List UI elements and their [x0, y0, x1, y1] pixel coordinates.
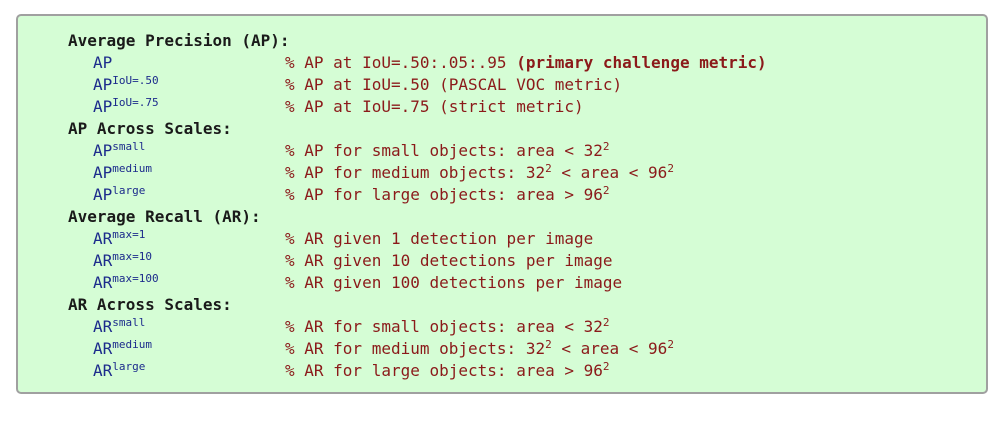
- description-text: % AP at IoU=.75 (strict metric): [285, 97, 584, 116]
- metric-superscript: max=100: [112, 272, 159, 285]
- metric-superscript: medium: [112, 162, 153, 175]
- metric-description: % AR for small objects: area < 322: [285, 316, 610, 338]
- metric-base: AR: [93, 361, 113, 380]
- metric-description: % AR for large objects: area > 962: [285, 360, 610, 382]
- metric-description: % AR given 1 detection per image: [285, 228, 593, 250]
- description-superscript: 2: [545, 338, 552, 351]
- section-heading-ap-across-scales: AP Across Scales:: [68, 119, 232, 138]
- section-heading-ar-across-scales: AR Across Scales:: [68, 295, 232, 314]
- description-superscript: 2: [602, 140, 610, 153]
- metric-row-ap-medium: APmedium % AP for medium objects: 322 < …: [68, 162, 674, 184]
- metric-name: ARmax=1: [93, 228, 145, 250]
- metric-name: ARlarge: [93, 360, 145, 382]
- description-text: % AR for small objects: area < 32: [285, 317, 603, 336]
- description-text: % AP at IoU=.50 (PASCAL VOC metric): [285, 75, 623, 94]
- metric-superscript: max=1: [112, 228, 146, 241]
- metric-row-ap-large: APlarge % AP for large objects: area > 9…: [68, 184, 610, 206]
- metric-description: % AP for large objects: area > 962: [285, 184, 610, 206]
- metric-row-ap-small: APsmall % AP for small objects: area < 3…: [68, 140, 610, 162]
- metric-row-ar-medium: ARmedium % AR for medium objects: 322 < …: [68, 338, 674, 360]
- description-text: % AP for medium objects: 32: [285, 163, 546, 182]
- metrics-panel: Average Precision (AP): AP % AP at IoU=.…: [16, 14, 988, 394]
- metric-row-ar-max100: ARmax=100 % AR given 100 detections per …: [68, 272, 622, 294]
- metric-base: AP: [93, 141, 113, 160]
- metric-superscript: large: [112, 360, 146, 373]
- description-text: % AR for medium objects: 32: [285, 339, 546, 358]
- description-text: % AP for large objects: area > 96: [285, 185, 603, 204]
- metric-row-ap-iou75: APIoU=.75 % AP at IoU=.75 (strict metric…: [68, 96, 584, 118]
- description-superscript: 2: [602, 360, 610, 373]
- metric-name: ARmax=100: [93, 272, 159, 294]
- metric-base: AP: [93, 97, 113, 116]
- description-text: % AR given 100 detections per image: [285, 273, 623, 292]
- description-text: % AP at IoU=.50:.05:.95: [285, 53, 517, 72]
- description-text: % AP for small objects: area < 32: [285, 141, 603, 160]
- metric-superscript: IoU=.50: [112, 74, 159, 87]
- metric-row-ar-small: ARsmall % AR for small objects: area < 3…: [68, 316, 610, 338]
- metric-description: % AP at IoU=.50 (PASCAL VOC metric): [285, 74, 622, 96]
- metrics-content: Average Precision (AP): AP % AP at IoU=.…: [68, 30, 767, 382]
- metric-base: AR: [93, 317, 113, 336]
- metric-base: AR: [93, 229, 113, 248]
- description-text: % AR given 1 detection per image: [285, 229, 594, 248]
- metric-base: AR: [93, 339, 113, 358]
- metric-superscript: large: [112, 184, 146, 197]
- metric-base: AR: [93, 251, 113, 270]
- metric-base: AP: [93, 53, 113, 72]
- metric-description: % AR given 10 detections per image: [285, 250, 613, 272]
- description-superscript-2: 2: [667, 338, 674, 351]
- description-text-continued: < area < 96: [551, 339, 668, 358]
- metric-base: AP: [93, 75, 113, 94]
- metric-superscript: max=10: [112, 250, 153, 263]
- metric-base: AR: [93, 273, 113, 292]
- description-superscript: 2: [602, 316, 610, 329]
- metric-base: AP: [93, 163, 113, 182]
- metric-row-ap-iou50: APIoU=.50 % AP at IoU=.50 (PASCAL VOC me…: [68, 74, 622, 96]
- metric-description: % AP for small objects: area < 322: [285, 140, 610, 162]
- metric-superscript: medium: [112, 338, 153, 351]
- metric-name: APIoU=.50: [93, 74, 159, 96]
- metric-name: ARmax=10: [93, 250, 152, 272]
- description-superscript: 2: [545, 162, 552, 175]
- metric-description: % AP for medium objects: 322 < area < 96…: [285, 162, 674, 184]
- description-superscript: 2: [602, 184, 610, 197]
- section-heading-average-recall: Average Recall (AR):: [68, 207, 261, 226]
- metric-description: % AR given 100 detections per image: [285, 272, 622, 294]
- metric-description: % AR for medium objects: 322 < area < 96…: [285, 338, 674, 360]
- metric-name: ARmedium: [93, 338, 152, 360]
- metric-name: ARsmall: [93, 316, 145, 338]
- description-text: % AR given 10 detections per image: [285, 251, 613, 270]
- description-text-continued: < area < 96: [551, 163, 668, 182]
- metric-row-ap: AP % AP at IoU=.50:.05:.95 (primary chal…: [68, 52, 767, 74]
- metric-base: AP: [93, 185, 113, 204]
- metric-row-ar-max1: ARmax=1 % AR given 1 detection per image: [68, 228, 593, 250]
- metric-row-ar-max10: ARmax=10 % AR given 10 detections per im…: [68, 250, 613, 272]
- section-heading-average-precision: Average Precision (AP):: [68, 31, 290, 50]
- metric-row-ar-large: ARlarge % AR for large objects: area > 9…: [68, 360, 610, 382]
- description-text: % AR for large objects: area > 96: [285, 361, 603, 380]
- metric-name: APlarge: [93, 184, 145, 206]
- metric-description: % AP at IoU=.75 (strict metric): [285, 96, 584, 118]
- metric-name: APIoU=.75: [93, 96, 159, 118]
- description-superscript-2: 2: [667, 162, 674, 175]
- metric-superscript: small: [112, 140, 146, 153]
- metric-name: APmedium: [93, 162, 152, 184]
- metric-name: APsmall: [93, 140, 145, 162]
- metric-description: % AP at IoU=.50:.05:.95 (primary challen…: [285, 52, 767, 74]
- description-emphasis: (primary challenge metric): [516, 53, 767, 72]
- metric-superscript: small: [112, 316, 146, 329]
- metric-name: AP: [93, 52, 112, 74]
- metric-superscript: IoU=.75: [112, 96, 159, 109]
